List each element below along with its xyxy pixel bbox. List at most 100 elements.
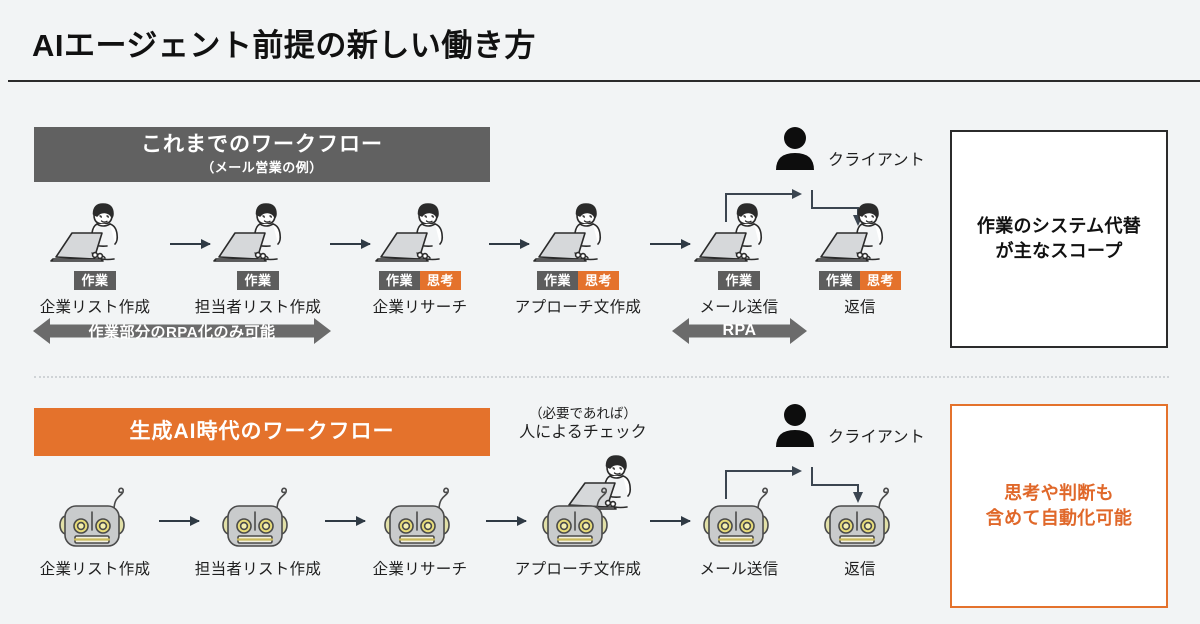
new-step-1-label: 企業リスト作成 [39, 561, 151, 578]
new-step-6-art [795, 484, 925, 550]
new-arrow-3 [486, 516, 527, 526]
person-laptop-icon [213, 203, 282, 262]
old-step-2: 作業 担当者リスト作成 [193, 203, 323, 317]
rpa-band-right-text: RPA [722, 322, 757, 339]
badge-think: 思考 [420, 271, 462, 290]
person-laptop-icon [50, 203, 119, 262]
new-step-3-art [355, 484, 485, 550]
badge-work: 作業 [818, 271, 860, 290]
old-step-4-label: アプローチ文作成 [514, 299, 642, 316]
human-check-note: （必要であれば） 人によるチェック [503, 406, 663, 443]
new-step-5-label: メール送信 [699, 561, 779, 578]
old-client-label: クライアント [828, 152, 926, 169]
callout-new-line1: 思考や判断も [1004, 483, 1114, 504]
robot-icon [542, 487, 608, 547]
badge-work: 作業 [74, 271, 116, 290]
new-client-label: クライアント [828, 429, 926, 446]
rpa-band-right: RPA [672, 318, 807, 344]
old-step-5: 作業 メール送信 [674, 203, 804, 317]
new-step-6: 返信 [795, 484, 925, 579]
section-header-new-workflow: 生成AI時代のワークフロー [34, 408, 490, 456]
new-workflow-title: 生成AI時代のワークフロー [129, 420, 395, 444]
old-step-4: 作業 思考 アプローチ文作成 [513, 203, 643, 317]
old-step-1: 作業 企業リスト作成 [30, 203, 160, 317]
old-step-2-badges: 作業 [193, 271, 323, 290]
old-workflow-title: これまでのワークフロー [141, 132, 383, 156]
section-divider [34, 376, 1169, 378]
old-step-4-art [513, 203, 643, 269]
old-step-1-badges: 作業 [30, 271, 160, 290]
new-step-3: 企業リサーチ [355, 484, 485, 579]
old-step-3-badges: 作業 思考 [355, 271, 485, 290]
robot-icon [59, 487, 125, 547]
old-step-3-art [355, 203, 485, 269]
old-step-6-art [795, 203, 925, 269]
robot-icon [824, 487, 890, 547]
new-step-2: 担当者リスト作成 [193, 484, 323, 579]
callout-old-line2: が主なスコープ [995, 241, 1123, 261]
old-step-3: 作業 思考 企業リサーチ [355, 203, 485, 317]
person-laptop-icon [375, 203, 444, 262]
old-step-6-label: 返信 [844, 299, 876, 316]
new-step-5: メール送信 [674, 484, 804, 579]
callout-new-text: 思考や判断も 含めて自動化可能 [986, 481, 1132, 531]
old-step-5-label: メール送信 [699, 299, 779, 316]
new-step-6-label: 返信 [844, 561, 876, 578]
double-arrow-shape [33, 318, 331, 344]
old-arrow-1 [170, 239, 211, 249]
old-step-2-art [193, 203, 323, 269]
old-step-6-badges: 作業 思考 [795, 271, 925, 290]
new-step-3-label: 企業リサーチ [372, 561, 468, 578]
old-arrow-3 [489, 239, 530, 249]
new-step-1: 企業リスト作成 [30, 484, 160, 579]
section-header-old-workflow: これまでのワークフロー （メール営業の例） [34, 127, 490, 182]
new-arrow-4 [650, 516, 691, 526]
badge-think: 思考 [578, 271, 620, 290]
callout-old-line1: 作業のシステム代替 [976, 216, 1142, 237]
person-laptop-icon [694, 203, 763, 262]
old-step-2-label: 担当者リスト作成 [194, 299, 322, 316]
callout-old-scope: 作業のシステム代替 が主なスコープ [950, 130, 1168, 348]
header-divider [8, 80, 1200, 82]
client-person-icon [776, 404, 814, 447]
human-check-sub: （必要であれば） [529, 406, 637, 421]
old-step-5-art [674, 203, 804, 269]
new-step-2-label: 担当者リスト作成 [194, 561, 322, 578]
double-arrow-shape [672, 318, 807, 344]
page-title: AIエージェント前提の新しい働き方 [32, 28, 536, 63]
person-laptop-icon [815, 203, 884, 262]
new-step-1-art [30, 484, 160, 550]
callout-new-line2: 含めて自動化可能 [985, 508, 1133, 528]
new-step-4-label: アプローチ文作成 [514, 561, 642, 578]
person-laptop-icon [533, 203, 602, 262]
badge-work: 作業 [378, 271, 420, 290]
old-step-1-art [30, 203, 160, 269]
new-step-5-art [674, 484, 804, 550]
old-step-4-badges: 作業 思考 [513, 271, 643, 290]
callout-new-scope: 思考や判断も 含めて自動化可能 [950, 404, 1168, 608]
human-check-main: 人によるチェック [519, 423, 647, 441]
rpa-scope-band-left-text: 作業部分のRPA化のみ可能 [88, 323, 276, 341]
slide-header: AIエージェント前提の新しい働き方 [0, 0, 1200, 82]
callout-old-text: 作業のシステム代替 が主なスコープ [977, 214, 1141, 264]
old-step-5-badges: 作業 [674, 271, 804, 290]
new-arrow-2 [325, 516, 366, 526]
badge-think: 思考 [860, 271, 902, 290]
old-step-1-label: 企業リスト作成 [39, 299, 151, 316]
new-client-connectors [725, 466, 863, 503]
rpa-scope-band-left: 作業部分のRPA化のみ可能 [33, 318, 331, 344]
badge-work: 作業 [718, 271, 760, 290]
robot-icon [703, 487, 769, 547]
robot-icon [384, 487, 450, 547]
new-step-4-art [513, 484, 643, 550]
old-workflow-subtitle: （メール営業の例） [201, 160, 323, 176]
badge-work: 作業 [536, 271, 578, 290]
client-person-icon [776, 127, 814, 170]
new-step-4: アプローチ文作成 [513, 484, 643, 579]
old-arrow-2 [330, 239, 371, 249]
robot-icon [222, 487, 288, 547]
old-step-6: 作業 思考 返信 [795, 203, 925, 317]
old-arrow-4 [650, 239, 691, 249]
new-arrow-1 [159, 516, 200, 526]
